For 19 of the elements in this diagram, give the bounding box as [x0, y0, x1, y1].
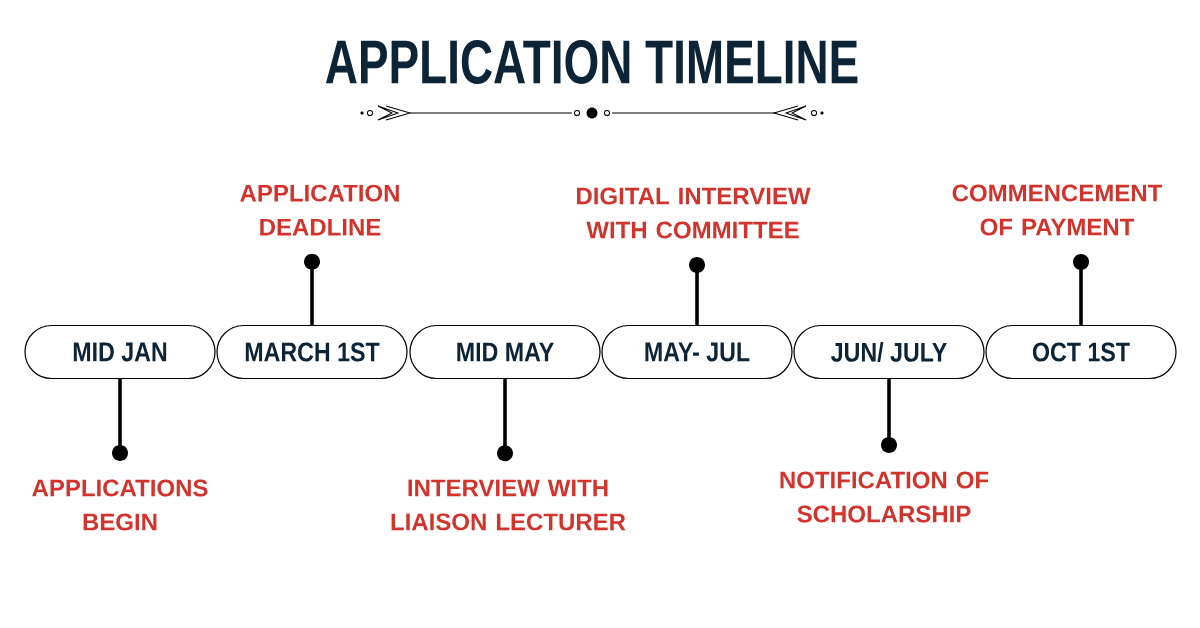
leader-line — [497, 379, 513, 462]
date-pill: OCT 1ST — [985, 324, 1177, 380]
event-label: DIGITAL INTERVIEW WITH COMMITTEE — [577, 187, 811, 239]
event-label: APPLICATION DEADLINE — [240, 184, 399, 236]
date-pill: MID MAY — [409, 324, 601, 380]
leader-line — [689, 256, 705, 325]
date-pill: MAY- JUL — [601, 324, 793, 380]
event-label: COMMENCEMENT OF PAYMENT — [952, 184, 1163, 236]
event-label: NOTIFICATION OF SCHOLARSHIP — [780, 471, 989, 523]
event-label: INTERVIEW WITH LIAISON LECTURER — [391, 479, 626, 531]
date-pill: MID JAN — [24, 324, 216, 380]
leader-line — [304, 253, 320, 325]
event-label: APPLICATIONS BEGIN — [32, 479, 208, 531]
date-pill: JUN/ JULY — [793, 324, 985, 380]
date-pill: MARCH 1ST — [216, 324, 408, 380]
leader-line — [112, 379, 128, 462]
leader-line — [1073, 253, 1089, 325]
title: APPLICATION TIMELINE — [325, 40, 858, 84]
leader-line — [881, 379, 897, 454]
